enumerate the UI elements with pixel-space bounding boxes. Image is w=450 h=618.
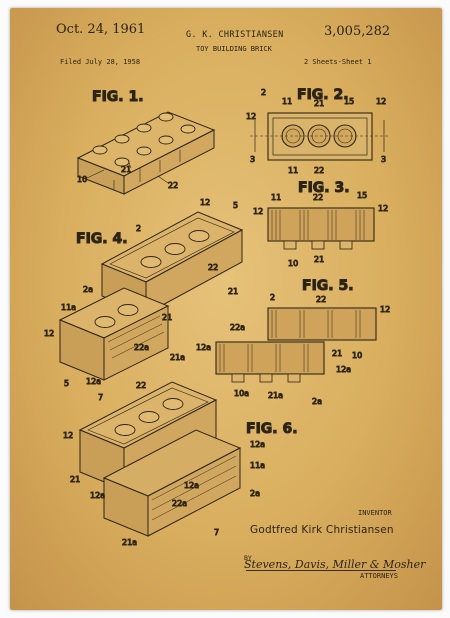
by-label: BY [244, 554, 252, 562]
fig5-ref-12a: 12a [196, 343, 211, 352]
fig5-ref-21a: 21a [268, 391, 283, 400]
fig4-ref-12a: 12a [86, 377, 101, 386]
fig5-ref-10a: 10a [234, 389, 249, 398]
fig6-ref-12a-top: 12a [250, 440, 265, 449]
fig2-ref-2: 2 [261, 88, 266, 97]
inventor-role: INVENTOR [358, 509, 392, 517]
fig2-ref-3-left: 3 [250, 155, 255, 164]
fig3-label: FIG. 3. [298, 180, 350, 196]
fig1-drawing: FIG. 1. 10 21 22 [77, 89, 216, 195]
fig3-ref-15: 15 [357, 191, 367, 200]
fig6-drawing: FIG. 6. 7 22 12 21 12a 12a 11a 22a 2a 21… [63, 381, 299, 548]
fig2-ref-11-bottom: 11 [288, 166, 298, 175]
fig5-ref-10: 10 [352, 351, 362, 360]
patent-date: Oct. 24, 1961 [56, 22, 146, 37]
attorneys-signature: Stevens, Davis, Miller & Mosher [244, 558, 426, 571]
fig3-ref-11: 11 [271, 193, 281, 202]
fig4-ref-22: 22 [208, 263, 218, 272]
fig4-ref-21a: 21a [170, 353, 185, 362]
patent-title: TOY BUILDING BRICK [196, 45, 272, 53]
fig4-drawing: FIG. 4. 2 12 5 22 21 21 2a 11a 12 22 [44, 198, 244, 389]
patent-number: 3,005,282 [324, 24, 391, 39]
fig5-ref-21: 21 [332, 349, 342, 358]
fig4-ref-2: 2 [136, 224, 141, 233]
fig2-label: FIG. 2. [297, 87, 349, 103]
fig5-ref-12a-right: 12a [336, 365, 351, 374]
fig5-ref-12: 12 [380, 305, 390, 314]
fig1-ref-22: 22 [168, 181, 178, 190]
fig5-ref-2a: 2a [312, 397, 322, 406]
fig1-ref-10: 10 [77, 175, 87, 184]
fig6-ref-22: 22 [136, 381, 146, 390]
fig5-ref-22: 22 [316, 295, 326, 304]
inventor-name: Godtfred Kirk Christiansen [250, 524, 394, 536]
fig5-drawing: FIG. 5. 2 22 12 12a 22a 21 10 10a 21a 12… [196, 278, 391, 407]
fig4-ref-12-left: 12 [44, 329, 54, 338]
fig6-ref-22a: 22a [172, 499, 187, 508]
fig6-label: FIG. 6. [246, 421, 298, 437]
fig4-ref-2a: 2a [83, 285, 93, 294]
fig4-ref-5-bottom: 5 [64, 379, 69, 388]
fig3-ref-12-right: 12 [378, 204, 388, 213]
fig2-ref-21: 21 [314, 99, 324, 108]
fig6-ref-21: 21 [70, 475, 80, 484]
inventor-header: G. K. CHRISTIANSEN [186, 30, 284, 40]
fig2-ref-11: 11 [282, 97, 292, 106]
fig6-ref-7-top: 7 [98, 393, 103, 402]
fig5-label: FIG. 5. [302, 278, 354, 294]
fig6-ref-7-bottom: 7 [214, 528, 219, 537]
fig6-ref-12a-mid: 12a [184, 481, 199, 490]
fig6-ref-21a: 21a [122, 538, 137, 547]
fig2-ref-12-right: 12 [376, 97, 386, 106]
sheet-count: 2 Sheets-Sheet 1 [304, 58, 372, 66]
fig3-ref-22: 22 [313, 193, 323, 202]
fig6-ref-11a: 11a [250, 461, 265, 470]
fig4-ref-5-top: 5 [233, 201, 238, 210]
fig2-ref-15: 15 [344, 97, 354, 106]
fig3-ref-21: 21 [314, 255, 324, 264]
fig4-ref-12: 12 [200, 198, 210, 207]
fig2-ref-12-left: 12 [246, 112, 256, 121]
fig4-ref-21-mid: 21 [162, 313, 172, 322]
fig2-drawing: FIG. 2. 2 11 21 15 12 12 3 3 11 22 [246, 87, 390, 176]
fig4-ref-11a: 11a [61, 303, 76, 312]
fig1-ref-21: 21 [121, 165, 131, 174]
filed-date: Filed July 28, 1958 [60, 58, 141, 66]
fig4-label: FIG. 4. [76, 231, 128, 247]
fig5-ref-22a: 22a [230, 323, 245, 332]
fig6-ref-2a: 2a [250, 489, 260, 498]
fig2-ref-3-right: 3 [381, 155, 386, 164]
fig3-ref-10: 10 [288, 259, 298, 268]
fig3-drawing: FIG. 3. 11 22 15 12 12 10 21 [253, 180, 389, 269]
fig6-ref-12a-left: 12a [90, 491, 105, 500]
fig6-ref-12: 12 [63, 431, 73, 440]
fig3-ref-12-left: 12 [253, 207, 263, 216]
attorneys-role: ATTORNEYS [360, 572, 398, 580]
fig2-ref-22: 22 [314, 166, 324, 175]
fig5-ref-2: 2 [270, 293, 275, 302]
signature-line [246, 570, 396, 571]
fig4-ref-22a: 22a [134, 343, 149, 352]
fig1-label: FIG. 1. [92, 89, 144, 105]
fig4-ref-21-right: 21 [228, 287, 238, 296]
